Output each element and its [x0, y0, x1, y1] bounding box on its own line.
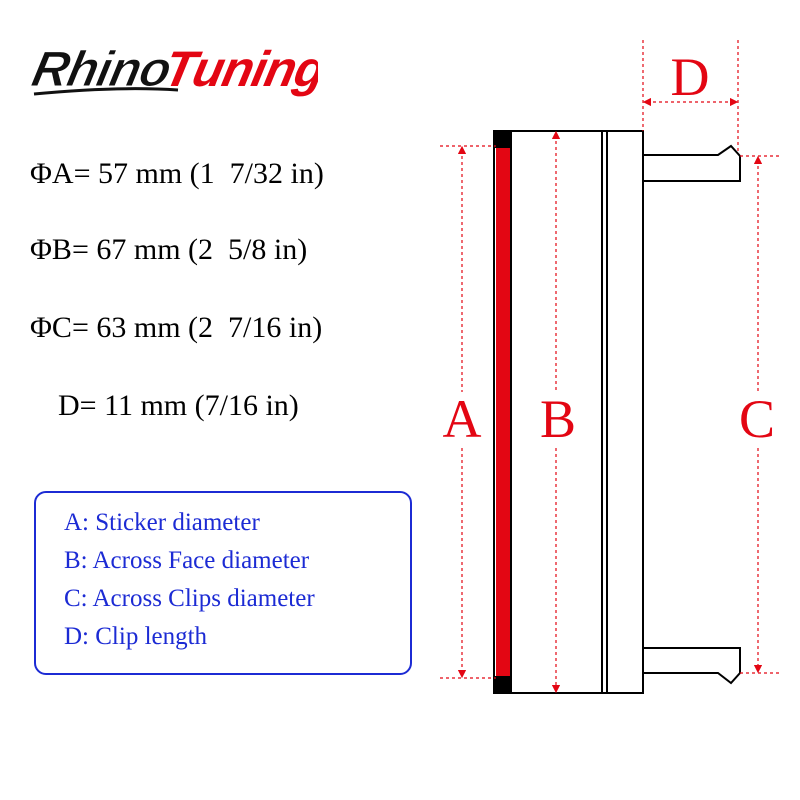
legend-box: A: Sticker diameter B: Across Face diame…: [34, 491, 412, 675]
sticker-bottom-cap: [494, 676, 511, 693]
dim-label-b: B: [540, 389, 576, 449]
dimension-a: A: [440, 145, 496, 679]
brand-logo: Rhino Tuning: [27, 28, 332, 108]
sticker-strip: [496, 148, 511, 676]
cap-body: [493, 130, 644, 694]
dimension-d: D: [642, 40, 739, 152]
spec-c: ΦC= 63 mm (2 7/16 in): [30, 311, 323, 344]
logo-text-rhino: Rhino: [28, 41, 176, 97]
dim-label-c: C: [739, 389, 775, 449]
legend-item-b: B: Across Face diameter: [64, 547, 310, 574]
legend-item-a: A: Sticker diameter: [64, 509, 260, 536]
legend-item-c: C: Across Clips diameter: [64, 585, 315, 612]
dim-label-a: A: [443, 389, 482, 449]
clip-bottom: [642, 647, 741, 685]
dimension-c: C: [739, 155, 780, 674]
dimension-b: B: [540, 130, 576, 694]
spec-a: ΦA= 57 mm (1 7/32 in): [30, 157, 324, 190]
dim-label-d: D: [671, 47, 710, 107]
legend-item-d: D: Clip length: [64, 623, 208, 650]
sticker-top-cap: [494, 131, 511, 148]
spec-b: ΦB= 67 mm (2 5/8 in): [30, 233, 308, 266]
logo-swoosh: [33, 87, 179, 96]
clip-top: [642, 144, 741, 182]
spec-d: D= 11 mm (7/16 in): [58, 389, 299, 422]
logo-text-tuning: Tuning: [159, 41, 318, 97]
logo-graphic: Rhino Tuning: [27, 40, 332, 97]
